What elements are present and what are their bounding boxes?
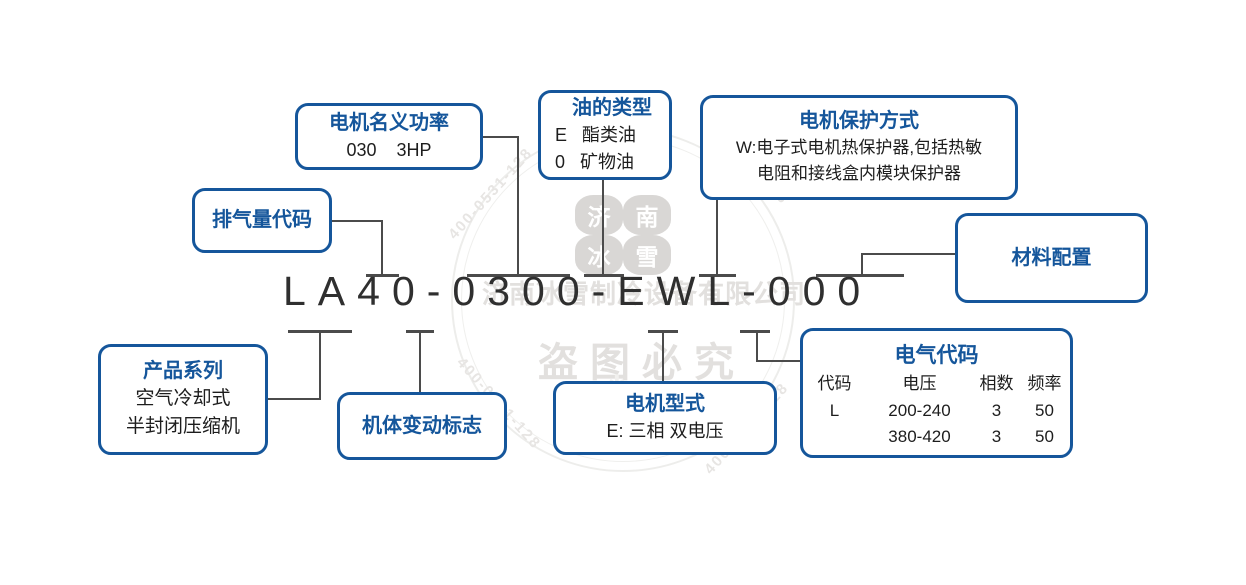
table-cell: L	[829, 400, 840, 420]
watermark-warning-text: 盗图必究	[538, 341, 746, 385]
displacement-connector-horizontal	[330, 220, 383, 222]
callout-body-change-mark: 机体变动标志	[337, 392, 507, 460]
motor-type-connector-vertical	[662, 330, 664, 382]
model-code: LA40-0300-EWL-000	[283, 268, 873, 314]
table-header: 电压	[902, 374, 937, 394]
table-header: 频率	[1027, 374, 1062, 394]
callout-oil-type: 油的类型 E 酯类油 0 矿物油	[538, 90, 672, 180]
table-cell: 3	[991, 400, 1002, 420]
electrical-code-connector-horizontal	[756, 360, 802, 362]
callout-text: 半封闭压缩机	[125, 416, 240, 437]
displacement-connector-vertical	[381, 220, 383, 276]
watermark-logo-char: 南	[623, 195, 671, 235]
callout-motor-protection: 电机保护方式 W:电子式电机热保护器,包括热敏 电阻和接线盒内模块保护器	[700, 95, 1018, 200]
oil-type-connector-vertical	[602, 179, 604, 276]
motor-power-connector-horizontal	[482, 136, 519, 138]
callout-text: 0 矿物油	[555, 151, 635, 172]
motor-protection-connector-tick	[699, 274, 736, 277]
callout-material-config: 材料配置	[955, 213, 1148, 303]
callout-motor-power: 电机名义功率 030 3HP	[295, 103, 483, 170]
watermark-logo: 济 南 冰 雪	[575, 195, 671, 275]
oil-type-connector-tick	[584, 274, 624, 277]
motor-power-connector-vertical	[517, 136, 519, 276]
table-header: 相数	[979, 374, 1014, 394]
callout-electrical-code: 电气代码 代码 电压 相数 频率 L 200-240 3 50 380-420 …	[800, 328, 1073, 458]
callout-text: 030 3HP	[346, 139, 432, 160]
table-header: 代码	[817, 374, 852, 394]
callout-title: 机体变动标志	[362, 414, 482, 437]
callout-motor-type: 电机型式 E: 三相 双电压	[553, 381, 777, 455]
electrical-code-table: 代码 电压 相数 频率 L 200-240 3 50 380-420 3 50	[804, 372, 1070, 450]
callout-text: 电阻和接线盒内模块保护器	[757, 164, 961, 183]
callout-title: 电气代码	[894, 343, 979, 367]
body-change-connector-vertical	[419, 330, 421, 393]
product-series-connector-horizontal	[267, 398, 321, 400]
motor-power-connector-tick	[467, 274, 570, 277]
callout-text: W:电子式电机热保护器,包括热敏	[735, 137, 983, 157]
table-cell: 3	[991, 427, 1002, 447]
material-config-connector-vertical	[861, 253, 863, 276]
table-cell: 50	[1035, 400, 1054, 420]
table-cell	[804, 425, 866, 450]
callout-title: 电机保护方式	[799, 109, 919, 132]
table-cell: 380-420	[888, 427, 951, 447]
callout-title: 排气量代码	[212, 209, 312, 231]
material-config-connector-horizontal	[861, 253, 956, 255]
product-series-connector-vertical	[319, 330, 321, 400]
callout-title: 电机名义功率	[329, 111, 449, 134]
callout-text: 空气冷却式	[135, 388, 231, 410]
material-config-connector-tick	[816, 274, 904, 277]
callout-title: 油的类型	[572, 96, 652, 119]
electrical-code-connector-tick	[740, 330, 770, 333]
callout-title: 电机型式	[625, 393, 705, 415]
electrical-code-connector-vertical	[756, 330, 758, 362]
motor-protection-connector-vertical	[716, 199, 718, 276]
displacement-connector-tick	[366, 274, 399, 277]
callout-text: E 酯类油	[555, 124, 637, 145]
callout-product-series: 产品系列 空气冷却式 半封闭压缩机	[98, 344, 268, 455]
watermark-logo-char: 济	[575, 195, 623, 235]
callout-text: E: 三相 双电压	[606, 421, 724, 441]
callout-title: 产品系列	[143, 360, 223, 383]
table-cell: 50	[1035, 427, 1054, 447]
callout-title: 材料配置	[1011, 246, 1092, 269]
table-cell: 200-240	[888, 400, 951, 420]
callout-displacement-code: 排气量代码	[192, 188, 332, 253]
